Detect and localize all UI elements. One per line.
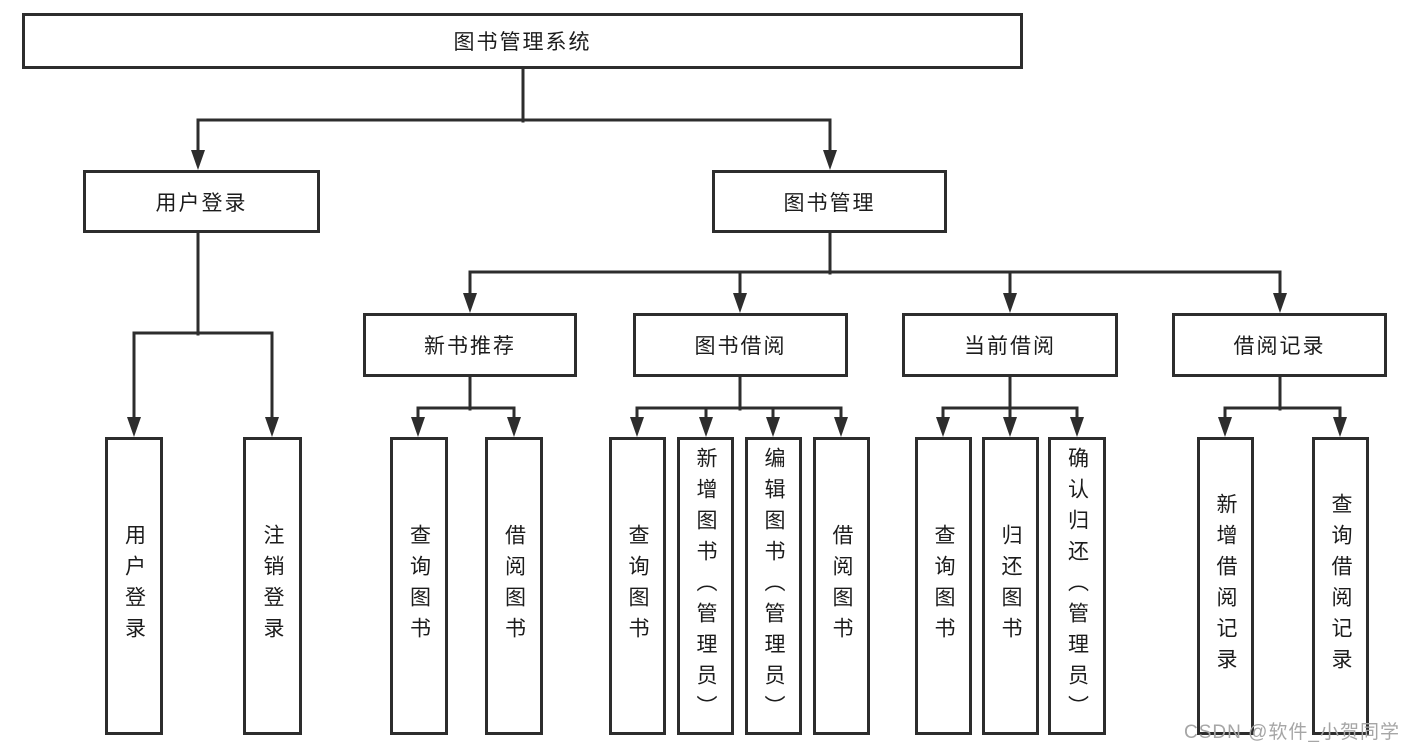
leaf-user-login: 用户登录 (105, 437, 163, 735)
leaf-confirm-return-admin: 确认归还（管理员） (1048, 437, 1106, 735)
node-new-book-recommendation: 新书推荐 (363, 313, 577, 377)
node-book-management: 图书管理 (712, 170, 947, 233)
node-user-login: 用户登录 (83, 170, 320, 233)
node-current-borrowing: 当前借阅 (902, 313, 1118, 377)
leaf-query-borrow-record: 查询借阅记录 (1312, 437, 1369, 735)
watermark: CSDN @软件_小贺同学 (1184, 722, 1400, 743)
node-library-management-system: 图书管理系统 (22, 13, 1023, 69)
leaf-borrow-books-1: 借阅图书 (485, 437, 543, 735)
arrowheads-group (127, 150, 1347, 437)
node-book-borrowing: 图书借阅 (633, 313, 848, 377)
leaf-edit-books-admin: 编辑图书（管理员） (745, 437, 802, 735)
connector-lines-group (132, 67, 1342, 422)
leaf-borrow-books-2: 借阅图书 (813, 437, 870, 735)
node-borrowing-records: 借阅记录 (1172, 313, 1387, 377)
leaf-return-books: 归还图书 (982, 437, 1039, 735)
leaf-query-books-3: 查询图书 (915, 437, 972, 735)
leaf-logout: 注销登录 (243, 437, 302, 735)
leaf-add-books-admin: 新增图书（管理员） (677, 437, 734, 735)
leaf-query-books-1: 查询图书 (390, 437, 448, 735)
leaf-query-books-2: 查询图书 (609, 437, 666, 735)
leaf-add-borrow-record: 新增借阅记录 (1197, 437, 1254, 735)
